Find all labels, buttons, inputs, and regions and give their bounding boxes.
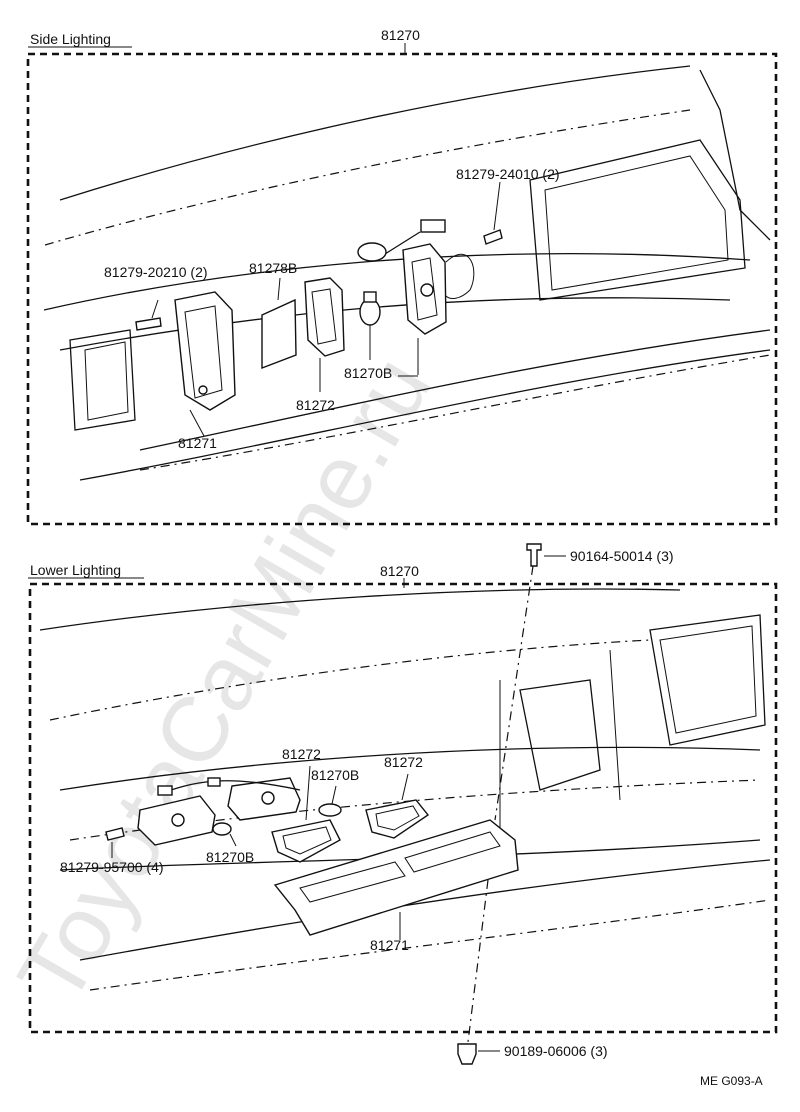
lower-gasket-left-leader <box>305 765 311 821</box>
side-socket-cap <box>357 242 387 262</box>
side-recess <box>69 329 136 431</box>
side-gasket <box>304 277 345 357</box>
lower-lighting-section: Lower Lighting 81270 <box>28 543 778 1065</box>
lower-callout-lamp: 81271 <box>370 937 409 953</box>
lower-socket-right-bulb <box>261 791 275 805</box>
lower-section-title: Lower Lighting <box>30 562 121 578</box>
side-screw-left-icon <box>135 317 162 331</box>
lower-clip-bottom-icon <box>457 1043 477 1065</box>
lower-gasket-right-inner <box>375 805 420 831</box>
side-socket-bulb <box>420 283 434 297</box>
side-body-line <box>139 354 771 471</box>
lower-connector-icon <box>207 777 221 787</box>
side-body-line <box>699 69 771 241</box>
lower-socket-left-bulb <box>171 813 185 827</box>
lower-screw-left-icon <box>105 827 125 841</box>
lower-callout-screw-left: 81279-95700 (4) <box>60 859 164 875</box>
side-gasket-b <box>261 298 297 370</box>
side-lighting-section: Side Lighting 81270 <box>26 27 778 526</box>
lower-bulb-lower-leader <box>229 833 237 847</box>
side-callout-bulb: 81270B <box>344 365 392 381</box>
lower-fastener-line <box>467 879 489 1043</box>
lower-callout-screw-top: 90164-50014 (3) <box>570 548 674 564</box>
lower-gasket-left-inner <box>282 826 332 855</box>
side-callout-lamp: 81271 <box>178 435 217 451</box>
side-body-line <box>59 65 691 201</box>
side-assembly-label: 81270 <box>381 27 420 43</box>
side-socket-inner <box>411 257 438 321</box>
lower-screw-top-icon <box>526 543 542 567</box>
lower-callout-bulb-upper: 81270B <box>311 767 359 783</box>
side-gasket-inner <box>311 288 337 345</box>
lower-bulb-upper-leader <box>331 785 337 805</box>
side-wire <box>384 231 421 255</box>
side-body-line <box>43 252 751 311</box>
lower-body-line <box>499 649 621 830</box>
lower-gasket-right <box>365 799 430 839</box>
side-wire-loop <box>445 254 475 299</box>
side-bulb-icon <box>359 298 381 326</box>
side-lamp-housing <box>174 291 236 411</box>
lower-rear-window-inner <box>659 625 757 734</box>
side-screw-top-icon <box>483 229 503 245</box>
lower-gasket-left <box>271 819 341 863</box>
side-connector-icon <box>420 219 446 233</box>
side-lamp-lens <box>184 305 223 399</box>
lower-assembly-label: 81270 <box>380 563 419 579</box>
side-screw-top-leader <box>493 181 501 231</box>
side-bulb-base <box>363 291 377 303</box>
side-assembly-frame <box>26 52 778 526</box>
side-callout-gasket: 81272 <box>296 397 335 413</box>
lower-lamp-lens-segment <box>299 861 406 903</box>
side-gasket-b-leader <box>277 277 281 301</box>
lower-bulb-upper-icon <box>318 803 342 817</box>
side-lamp-leader <box>189 409 205 437</box>
side-lamp-socket <box>198 385 208 395</box>
lower-callout-bulb-lower: 81270B <box>206 849 254 865</box>
lower-rear-window <box>649 614 766 746</box>
side-callout-screw-top: 81279-24010 (2) <box>456 166 560 182</box>
lower-connector-icon <box>157 785 173 796</box>
lower-gasket-right-leader <box>401 773 409 801</box>
lower-bulb-lower-icon <box>212 822 232 836</box>
side-callout-screw-left: 81279-20210 (2) <box>104 264 208 280</box>
lower-body-line <box>49 639 651 721</box>
side-recess-inner <box>84 341 129 421</box>
lower-fastener-line <box>494 565 534 821</box>
side-body-line <box>79 349 771 481</box>
figure-code: ME G093-A <box>700 1074 763 1088</box>
side-body-line <box>44 109 691 246</box>
lower-lamp-lens-segment <box>404 831 501 873</box>
lower-body-line <box>59 746 761 791</box>
side-callout-gasket-b: 81278B <box>249 260 297 276</box>
watermark-text: ToyotaCarMine.ru <box>0 340 450 1020</box>
side-body-line <box>139 329 771 451</box>
side-section-title: Side Lighting <box>30 31 111 47</box>
side-rear-window <box>529 139 746 301</box>
lower-callout-gasket-right: 81272 <box>384 754 423 770</box>
lower-body-line <box>39 588 681 631</box>
lower-callout-clip-bottom: 90189-06006 (3) <box>504 1043 608 1059</box>
lower-assembly-frame <box>28 582 778 1034</box>
lower-lamp-lens-bar <box>273 819 519 936</box>
lower-body-recess <box>519 679 601 791</box>
lower-body-line <box>79 859 771 961</box>
lower-callout-gasket-left: 81272 <box>282 746 321 762</box>
side-rear-window-inner <box>544 155 729 291</box>
lower-body-line <box>89 899 771 991</box>
side-screw-left-leader <box>151 299 159 319</box>
